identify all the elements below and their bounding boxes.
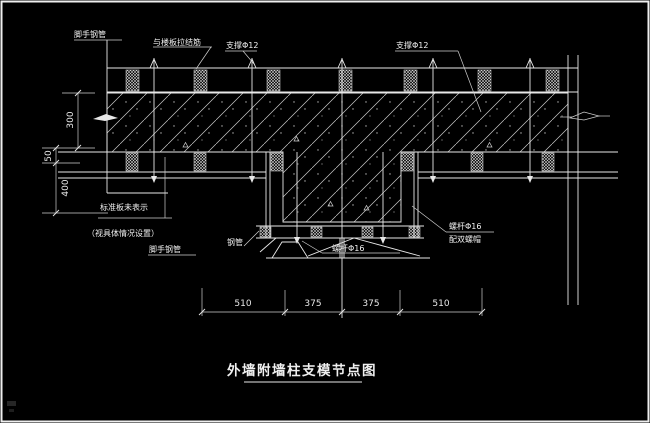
down-arrow-icon xyxy=(294,237,300,244)
label-note-line1: 标准板未表示 xyxy=(100,202,148,212)
dim-vertical-400: 400 xyxy=(61,179,71,196)
dim-tick-icons xyxy=(198,308,486,316)
break-mark-icon xyxy=(560,111,610,121)
label-pipe: 钢管 xyxy=(227,237,243,247)
dim-vertical-300: 300 xyxy=(66,111,76,128)
aggregate-triangle-icons xyxy=(182,135,493,211)
drawing-title: 外墙附墙柱支模节点图 xyxy=(227,362,377,383)
column-side-formwork xyxy=(265,152,419,238)
top-timber-blocks xyxy=(125,69,560,92)
label-support-left: 支撑Φ12 xyxy=(226,40,258,50)
label-support-right: 支撑Φ12 xyxy=(396,40,428,50)
page-title: 外墙附墙柱支模节点图 xyxy=(227,362,377,379)
dim-horizontal-510-right: 510 xyxy=(432,299,449,309)
right-scaffold xyxy=(567,55,579,305)
vertical-dimensions: 300 50 400 xyxy=(42,89,108,217)
label-bottom-pipe: 脚手钢管 xyxy=(149,244,181,254)
down-arrow-icon xyxy=(380,237,386,244)
up-arrow-icons xyxy=(149,57,535,69)
dim-horizontal-375-left: 375 xyxy=(304,299,321,309)
dim-horizontal-510-left: 510 xyxy=(234,299,251,309)
label-tie-rod-bottom: 螺杆Φ16 xyxy=(332,243,364,253)
under-slab-formwork xyxy=(58,151,618,179)
label-top-left-pipe: 脚手钢管 xyxy=(74,29,106,39)
annotations: 脚手钢管 与楼板拉结筋 支撑Φ12 支撑Φ12 标准板未表示 （视具体情况设置）… xyxy=(74,29,494,256)
label-slab-tie: 与楼板拉结筋 xyxy=(153,37,201,47)
dim-vertical-50: 50 xyxy=(44,150,54,162)
label-double-nut: 配双螺帽 xyxy=(449,234,481,244)
under-slab-timber-blocks xyxy=(125,152,555,172)
column-bottom-formwork xyxy=(256,225,424,239)
shore-posts xyxy=(149,57,535,318)
bottom-support-bracket xyxy=(259,237,430,259)
break-mark-icon xyxy=(93,114,118,121)
dim-tick-icons xyxy=(52,89,82,217)
horizontal-dimensions: 510 375 375 510 xyxy=(198,288,486,316)
concrete-slab-and-column xyxy=(106,92,569,223)
column-tie-rods xyxy=(294,152,386,244)
label-note-line2: （视具体情况设置） xyxy=(87,228,159,238)
dim-horizontal-375-right: 375 xyxy=(362,299,379,309)
label-tie-rod-right: 螺杆Φ16 xyxy=(449,221,481,231)
top-formwork xyxy=(107,67,578,93)
watermark-mark xyxy=(7,401,16,412)
down-arrow-icons xyxy=(151,176,533,183)
